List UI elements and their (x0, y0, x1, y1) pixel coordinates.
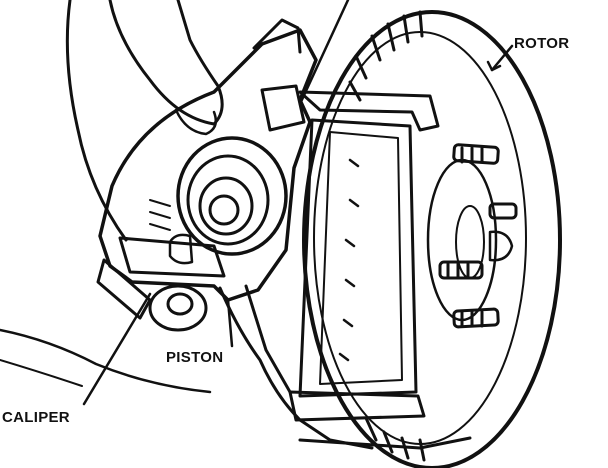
piston-bore (176, 136, 288, 256)
rotor-leader-arrowhead (486, 60, 502, 72)
steering-knuckle (218, 284, 472, 450)
rotor-label: ROTOR (514, 35, 570, 52)
leader-lines (82, 0, 514, 406)
piston-label: PISTON (166, 349, 224, 366)
hand-thumb (0, 0, 224, 394)
caliper-label: CALIPER (2, 409, 70, 426)
top-leader-line (298, 0, 350, 106)
piston-leader-line (226, 298, 234, 348)
rotor-leader-line (490, 44, 514, 72)
rotor-disc (302, 10, 562, 468)
caliper-leader-line (82, 292, 152, 406)
caliper-bracket (288, 90, 440, 422)
piston (96, 258, 208, 332)
wheel-studs (438, 143, 518, 329)
